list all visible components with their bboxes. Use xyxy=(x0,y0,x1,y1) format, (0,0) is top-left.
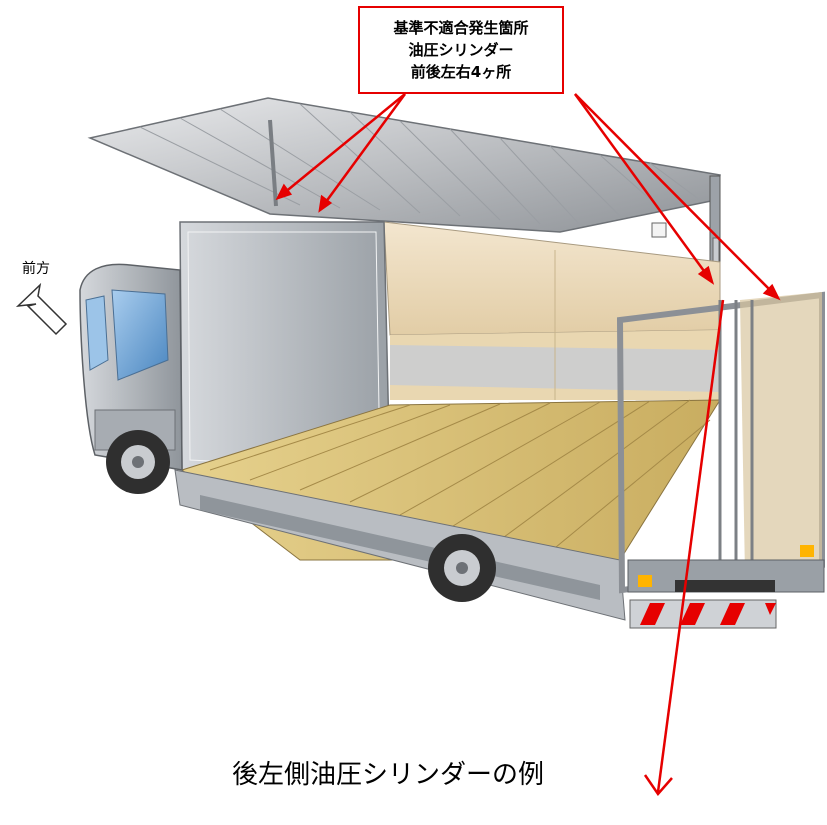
caption-text: 後左側油圧シリンダーの例 xyxy=(232,760,545,790)
arrow-up-left-icon xyxy=(15,282,68,336)
cargo-interior xyxy=(383,221,721,400)
callout-line-2: 油圧シリンダー xyxy=(408,41,514,59)
truck-cab xyxy=(79,263,183,471)
front-direction-label: 前方 xyxy=(22,261,50,277)
callout-line-1: 基準不適合発生箇所 xyxy=(393,19,529,37)
front-wheel xyxy=(106,430,170,494)
front-hydraulic-cylinder xyxy=(268,119,278,207)
nonconformity-callout: 基準不適合発生箇所 油圧シリンダー 前後左右4ヶ所 xyxy=(358,6,564,94)
chassis-side xyxy=(174,469,626,621)
raised-wing-panel xyxy=(87,97,721,238)
rear-door-frame xyxy=(616,291,825,629)
callout-line-3: 前後左右4ヶ所 xyxy=(410,63,512,81)
caption-arrow xyxy=(643,299,725,797)
rear-wheel xyxy=(428,534,496,602)
callout-arrows xyxy=(275,93,781,301)
